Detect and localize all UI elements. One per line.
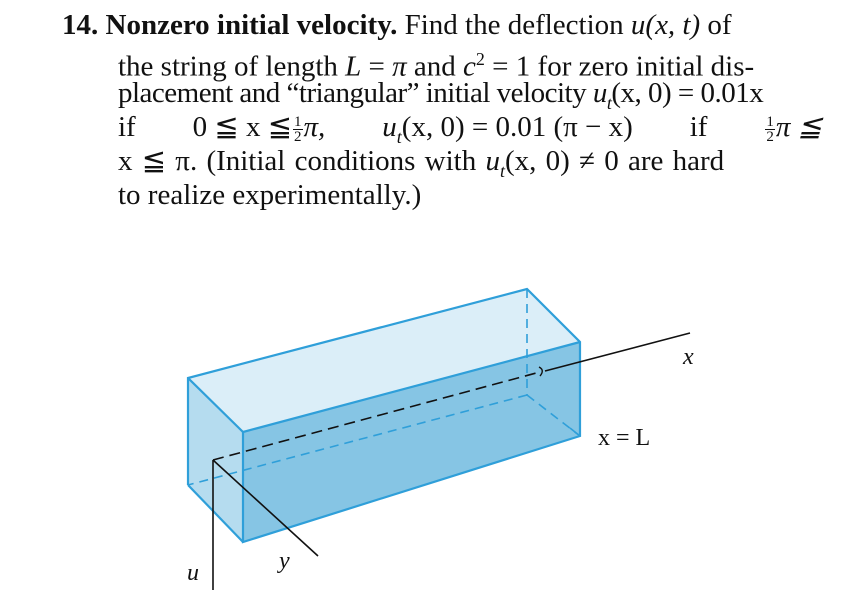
math-exponent: 2 [475,49,485,69]
problem-text: x ≦ π. (Initial conditions with [118,145,477,177]
math-inequality: 0 ≦ x ≦ [192,111,293,143]
fraction-numerator: 1 [293,113,303,130]
math-symbol: c [463,50,476,83]
problem-text: of [707,9,732,41]
box-front-face [243,342,580,542]
box-top-face [188,289,580,432]
problem-text: 1 for zero initial dis- [515,50,755,83]
math-expression: (x, 0) = 0.01 (π − x) [401,111,633,143]
problem-statement: 14. Nonzero initial velocity. Find the d… [62,8,822,212]
box-edge [187,484,244,543]
math-expression: 0.01x [700,77,764,109]
math-symbol: = [677,77,694,109]
y-axis [212,459,319,557]
math-subscript: t [396,126,402,147]
box-edge [187,377,244,433]
y-axis-label: y [277,548,290,574]
hidden-edge [187,394,528,486]
box-edges [186,287,582,544]
math-symbol: = [492,50,509,83]
problem-line-2: the string of length L = π and c2 = 1 fo… [62,42,822,83]
problem-text: (x, 0) ≠ 0 are hard [505,145,725,177]
end-marker [538,366,543,377]
problem-line-5: x ≦ π. (Initial conditions with ut(x, 0)… [62,144,822,181]
math-function: u(x, t) [630,9,701,41]
box-hidden-edges [187,289,581,486]
problem-line-3: placement and “triangular” initial veloc… [62,76,822,113]
problem-text: the string of length [118,50,338,83]
math-args: (x, 0) [611,77,672,109]
fraction-numerator: 1 [765,113,775,130]
math-symbol: π ≦ [775,111,822,143]
box-outline [186,287,582,544]
label-leader [569,427,581,437]
math-symbol: L [345,50,362,83]
math-symbol: u [592,77,608,109]
x-equals-L-label: x = L [598,425,650,451]
math-subscript: t [606,92,612,113]
problem-line-1: 14. Nonzero initial velocity. Find the d… [62,8,822,42]
problem-text: and [413,50,456,83]
problem-text: placement and “triangular” initial veloc… [118,77,587,109]
math-symbol: u [382,111,397,143]
math-symbol: π, [303,111,326,143]
problem-line-6: to realize experimentally.) [62,178,822,212]
fraction-denominator: 2 [294,128,302,145]
hidden-edge [526,394,581,437]
problem-text: Find the deflection [404,9,624,41]
string-axis-hidden [212,371,541,461]
problem-text: if [689,111,708,143]
u-axis-label: u [187,560,199,586]
math-symbol: u [485,145,501,177]
fraction-denominator: 2 [766,128,774,145]
problem-text: if [118,111,136,143]
math-symbol: π [392,50,407,83]
problem-heading: Nonzero initial velocity. [105,9,398,41]
math-subscript: t [500,160,506,181]
x-axis [544,332,691,372]
problem-text: to realize experimentally.) [118,179,422,211]
math-symbol: = [368,50,385,83]
problem-number: 14. [62,9,99,41]
x-axis-label: x [682,344,694,370]
